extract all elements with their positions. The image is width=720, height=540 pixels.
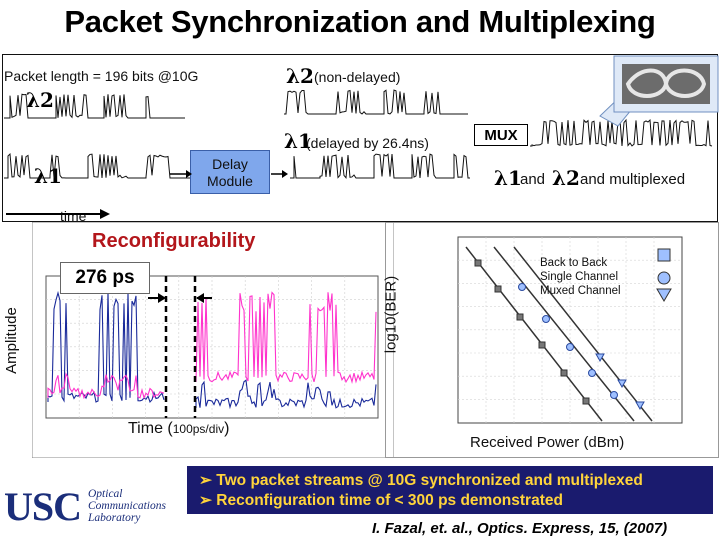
lab-name-line-1: Optical [88, 488, 123, 500]
citation: I. Fazal, et. al., Optics. Express, 15, … [372, 520, 668, 537]
ber-square-point [516, 313, 524, 321]
ber-circle-point [542, 315, 550, 323]
marker-arrow-left-head [158, 293, 166, 303]
ber-legend: Back to Back Single Channel Muxed Channe… [540, 256, 621, 298]
mux-lambda1: λ1 [494, 166, 522, 190]
delay-out-arrow-head [282, 170, 288, 178]
time-axis-unit: 100ps/div [172, 422, 225, 436]
lambda1-stream-label: λ1 [284, 129, 312, 153]
page-title: Packet Synchronization and Multiplexing [64, 4, 656, 39]
bullet-2: ➢ Reconfiguration time of < 300 ps demon… [199, 491, 713, 511]
delayed-label: (delayed by 26.4ns) [306, 135, 429, 151]
non-delayed-label: (non-delayed) [314, 69, 401, 85]
mux-and-label: and [520, 171, 546, 188]
reconfigurability-panel [31, 221, 395, 459]
time-axis-close: ) [224, 420, 230, 437]
ber-triangle-point [617, 379, 627, 389]
fit-line-2 [493, 246, 635, 422]
marker-arrow-right-head [196, 293, 204, 303]
ber-square-point [582, 397, 590, 405]
ber-square-point [560, 369, 568, 377]
reconfigurability-heading: Reconfigurability [92, 230, 256, 252]
ber-panel [385, 222, 719, 458]
legend-circle-icon [657, 271, 671, 285]
lambda1-label: λ1 [34, 164, 62, 188]
legend-triangle-icon [656, 288, 672, 302]
lambda2-stream-label: λ2 [286, 64, 314, 88]
waveform-diagram [4, 55, 719, 219]
multiplexed-label: and multiplexed [580, 171, 686, 188]
lambda2-nondelayed-trace [284, 89, 468, 115]
lab-name-line-2: Communications [88, 500, 166, 512]
time-label: time [60, 208, 87, 224]
lambda2-label: λ2 [26, 88, 54, 112]
lab-name-line-3: Laboratory [88, 512, 141, 524]
lab-name: Optical Communications Laboratory [88, 488, 166, 524]
scope-grid [46, 276, 378, 418]
bullet-2-text: Reconfiguration time of < 300 ps demonst… [216, 492, 563, 509]
ber-square-point [494, 285, 502, 293]
ber-circle-point [588, 369, 596, 377]
delay-module-box: Delay Module [190, 150, 270, 194]
legend-square-icon [657, 248, 671, 262]
ber-triangle-point [595, 353, 605, 363]
time-axis-label: Time (100ps/div) [128, 420, 229, 438]
ber-plot [457, 236, 683, 424]
delay-badge: 276 ps [60, 262, 150, 294]
legend-item-muxed-channel: Muxed Channel [540, 285, 621, 297]
mux-lambda2: λ2 [552, 166, 580, 190]
fit-line-1 [465, 246, 603, 422]
power-axis-label: Received Power (dBm) [470, 434, 625, 451]
ber-square-point [538, 341, 546, 349]
fiber-loop-icon [625, 68, 707, 98]
amplitude-axis-label: Amplitude [2, 307, 20, 374]
bullet-1-text: Two packet streams @ 10G synchronized an… [216, 472, 643, 489]
delay-in-arrow-head [186, 170, 192, 178]
legend-item-single-channel: Single Channel [540, 271, 619, 283]
mux-box: MUX [474, 124, 528, 146]
reconfigurability-plot [31, 221, 395, 459]
ber-square-point [474, 259, 482, 267]
usc-logo: USC [4, 484, 82, 529]
ber-axis-label: log10(BER) [382, 275, 400, 354]
muxed-output-trace [530, 118, 713, 147]
ber-circle-point [566, 343, 574, 351]
time-axis-main: Time ( [128, 420, 173, 437]
magenta-trace-right [195, 291, 377, 384]
waveform-traces [4, 89, 713, 179]
fit-line-3 [513, 246, 653, 422]
summary-box: ➢ Two packet streams @ 10G synchronized … [187, 466, 713, 514]
arrow-bullet-icon: ➢ [199, 472, 217, 489]
blue-trace-right [195, 379, 377, 410]
lambda1-input-trace [4, 153, 190, 179]
magenta-trace-left [47, 372, 165, 400]
ber-circle-point [518, 283, 526, 291]
packet-length-label: Packet length = 196 bits @10G [4, 68, 199, 84]
lambda1-delayed-trace [290, 153, 470, 179]
legend-item-back-to-back: Back to Back [540, 257, 608, 269]
ber-triangle-point [635, 401, 645, 411]
ber-circle-point [610, 391, 618, 399]
lambda2-input-trace [4, 93, 185, 119]
bullet-1: ➢ Two packet streams @ 10G synchronized … [199, 471, 713, 491]
arrow-bullet-icon: ➢ [199, 492, 217, 509]
scope-traces [47, 290, 377, 410]
time-arrow-head [100, 209, 110, 219]
ber-points [474, 259, 645, 411]
